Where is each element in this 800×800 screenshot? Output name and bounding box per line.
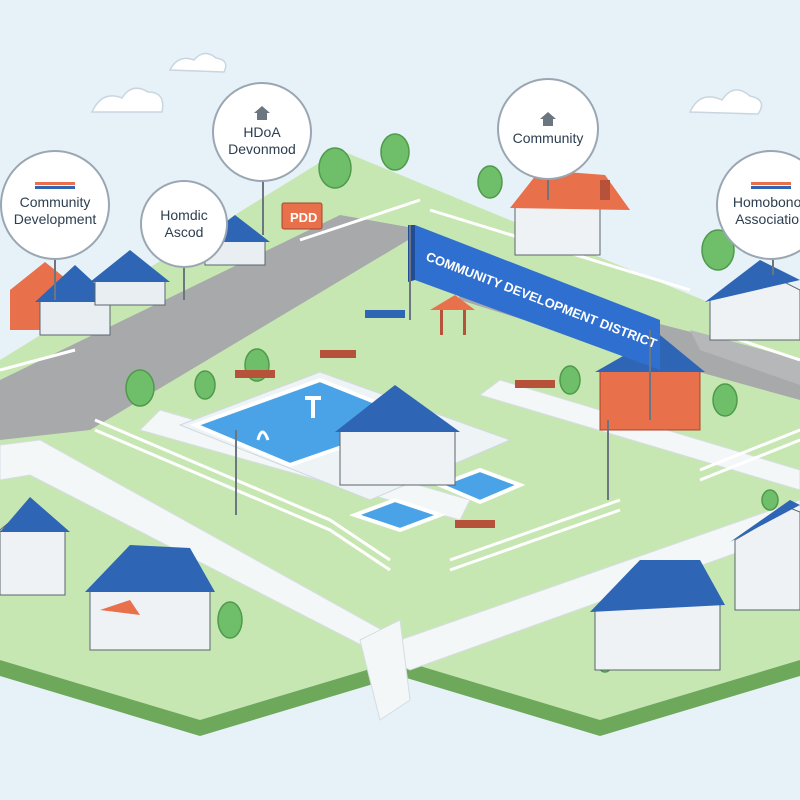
callout-line: Homdic <box>160 207 208 223</box>
house-icon <box>254 106 270 120</box>
callout-stem-4 <box>547 160 549 200</box>
callout-stem-3 <box>262 175 264 235</box>
house-icon <box>540 111 556 126</box>
pdd-sign-text: PDD <box>290 210 317 225</box>
pdd-sign: PDD <box>281 202 323 230</box>
callout-community-development: Community Development <box>0 150 110 260</box>
callout-homdic-ascod: Homdic Ascod <box>140 180 228 268</box>
flag-icon <box>751 182 791 189</box>
clouds <box>90 52 763 115</box>
callout-line: Development <box>13 211 97 227</box>
callout-line: Community <box>512 129 584 146</box>
callout-line: Devonmod <box>228 141 296 157</box>
callout-stem-5 <box>772 245 774 275</box>
lamp-posts <box>235 420 609 515</box>
callout-line: Ascod <box>164 224 204 240</box>
flag-icon <box>35 182 75 189</box>
gazebo-and-benches <box>235 295 555 528</box>
callout-line: Community <box>19 194 91 210</box>
banner-shape <box>415 225 660 370</box>
callout-community: Community <box>497 78 599 180</box>
callout-stem-1 <box>54 250 56 300</box>
callout-line: Association <box>735 211 800 227</box>
callout-homobonod-association: Homobonod Association <box>716 150 800 260</box>
callout-hdoa-devonmod: HDoA Devonmod <box>212 82 312 182</box>
callout-line: Homobonod <box>732 194 800 210</box>
callout-line: HDoA <box>243 124 281 140</box>
callout-stem-2 <box>183 265 185 300</box>
